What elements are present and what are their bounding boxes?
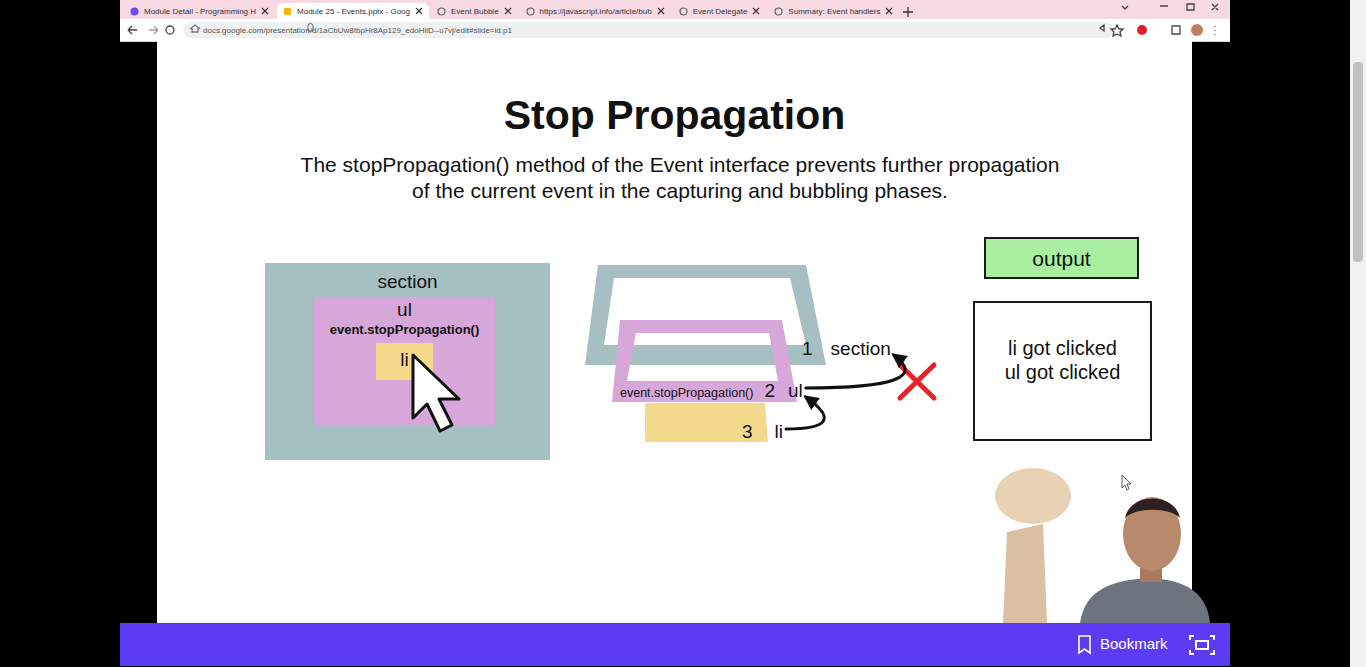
ul-layer: event.stopPropagation() 2 ul — [620, 380, 803, 403]
output-box: li got clickedul got clicked — [973, 301, 1152, 441]
close-icon — [885, 7, 893, 15]
bottom-bar — [120, 623, 1230, 666]
browser-tab: https://javascript.info/article/bub — [520, 3, 671, 19]
url-field: docs.google.com/presentation/d/1aCbUw8tb… — [183, 22, 1113, 38]
favicon — [283, 7, 292, 16]
browser-tab: Module 25 - Events.pptx - Goog — [277, 3, 429, 19]
node-text: ul — [788, 380, 803, 403]
node-text: 1 — [802, 338, 813, 361]
node-text: event.stopPropagation() — [620, 386, 753, 401]
tab-title: Summary: Event handlers — [788, 7, 880, 16]
node-text: 2 — [764, 380, 775, 403]
scrollbar-thumb — [1353, 62, 1363, 262]
new-tab-icon — [901, 5, 915, 19]
close-icon — [261, 7, 269, 15]
node-text: section — [831, 338, 891, 361]
tab-title: Module Detail - Programming H — [144, 7, 256, 16]
favicon — [437, 7, 446, 16]
slide-subtitle: The stopPropagation() method of the Even… — [290, 152, 1070, 204]
browser-tab: Event Delegate — [673, 3, 767, 19]
li-layer: 3 li — [742, 421, 783, 444]
browser-tab: Summary: Event handlers — [768, 3, 899, 19]
node-text: ul — [314, 299, 495, 322]
url-text: docs.google.com/presentation/d/1aCbUw8tb… — [203, 26, 512, 35]
node-text: li — [376, 349, 433, 372]
node-text: li — [775, 421, 783, 444]
favicon — [130, 7, 139, 16]
favicon — [774, 7, 783, 16]
output-header: output — [984, 237, 1139, 279]
section-box: section ulevent.stopPropagation() li — [265, 263, 550, 460]
tab-title: Module 25 - Events.pptx - Goog — [297, 7, 410, 16]
node-text: output — [986, 246, 1137, 271]
node-text: ul got clicked — [975, 360, 1150, 384]
browser-tab: Module Detail - Programming H — [124, 3, 275, 19]
favicon — [526, 7, 535, 16]
close-icon — [752, 7, 760, 15]
browser-tab: Event Bubble — [431, 3, 518, 19]
tab-strip: Module Detail - Programming H Module 25 … — [124, 2, 915, 19]
slide-title: Stop Propagation — [157, 92, 1192, 139]
close-icon — [415, 7, 423, 15]
propagation-arrow — [806, 355, 905, 388]
node-text: event.stopPropagation() — [314, 322, 495, 338]
ul-box: ulevent.stopPropagation() li — [314, 297, 495, 425]
favicon — [679, 7, 688, 16]
webcam-presenter — [985, 462, 1215, 623]
tab-title: Event Bubble — [451, 7, 499, 16]
node-text: 3 — [742, 421, 753, 444]
bookmark-label: Bookmark — [1100, 635, 1168, 652]
close-icon — [504, 7, 512, 15]
section-layer: 1 section — [802, 338, 891, 361]
tab-title: Event Delegate — [693, 7, 748, 16]
tab-title: https://javascript.info/article/bub — [540, 7, 652, 16]
node-text: li got clicked — [975, 336, 1150, 360]
ul-frame — [612, 320, 797, 402]
propagation-arrow — [786, 397, 824, 429]
node-text: section — [265, 271, 550, 294]
close-icon — [657, 7, 665, 15]
